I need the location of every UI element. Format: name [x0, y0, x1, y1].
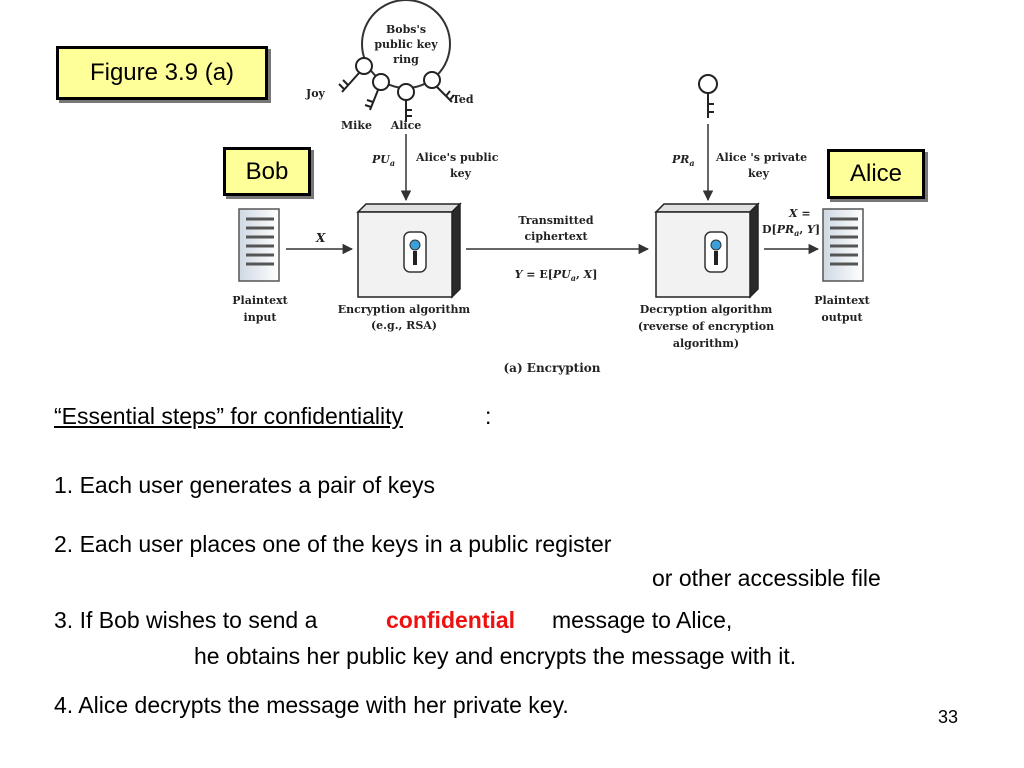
alice-public-key-label-2: key [450, 167, 472, 180]
plaintext-input-document [238, 208, 280, 282]
ring-name-mike: Mike [341, 119, 372, 132]
y-formula: Y = E[PUa, X] [515, 268, 598, 283]
key-ring-label-2: public key [374, 38, 438, 51]
encryption-label-2: (e.g., RSA) [371, 319, 437, 332]
key-icon-joy [338, 57, 373, 93]
decryption-label-1: Decryption algorithm [640, 303, 773, 316]
x-equals-label: X = [788, 207, 811, 220]
step-3-end: message to Alice, [552, 607, 733, 633]
steps-heading-colon: : [485, 403, 492, 429]
pu-a-label: PUa [371, 153, 395, 168]
bob-label-text: Bob [245, 157, 289, 185]
figure-label-text: Figure 3.9 (a) [89, 59, 235, 86]
decryption-box [654, 202, 760, 299]
decryption-label-2: (reverse of encryption [638, 320, 774, 333]
step-2: 2. Each user places one of the keys in a… [54, 531, 612, 557]
alice-private-key-label-1: Alice 's private [715, 151, 807, 164]
page-number: 33 [938, 707, 959, 727]
step-3-emphasis: confidential [386, 607, 516, 633]
plaintext-input-label-2: input [244, 311, 278, 324]
step-4: 4. Alice decrypts the message with her p… [54, 692, 569, 718]
steps-heading: “Essential steps” for confidentiality [54, 403, 403, 429]
key-icon-mike [364, 73, 390, 111]
decrypt-formula: D[PRa, Y] [762, 223, 820, 238]
step-3-continuation: he obtains her public key and encrypts t… [194, 643, 797, 669]
unlock-icon [704, 231, 728, 273]
step-2-continuation: or other accessible file [652, 565, 881, 591]
alice-public-key-label-1: Alice's public [415, 151, 499, 164]
key-ring-label-3: ring [393, 53, 419, 66]
ring-name-ted: Ted [452, 93, 474, 106]
transmitted-label-1: Transmitted [518, 214, 593, 227]
key-icon-alice [397, 83, 415, 122]
transmitted-label-2: ciphertext [524, 230, 588, 243]
figure-label: Figure 3.9 (a) [56, 46, 268, 100]
ring-name-joy: Joy [305, 87, 326, 100]
key-icon-ted [423, 71, 455, 103]
plaintext-output-label-2: output [821, 311, 863, 324]
x-label: X [315, 231, 326, 245]
plaintext-input-label-1: Plaintext [232, 294, 288, 307]
pr-a-label: PRa [671, 153, 695, 168]
private-key-icon [698, 74, 718, 118]
alice-label: Alice [827, 149, 925, 199]
step-1: 1. Each user generates a pair of keys [54, 472, 435, 498]
bob-label: Bob [223, 147, 311, 196]
encryption-diagram: Bobs's public key ring Joy Mike Alice Te… [232, 0, 871, 375]
diagram-caption: (a) Encryption [503, 361, 600, 375]
decryption-label-3: algorithm) [673, 337, 739, 350]
plaintext-output-document [822, 208, 864, 282]
ring-name-alice: Alice [390, 119, 422, 132]
encryption-label-1: Encryption algorithm [338, 303, 471, 316]
step-3-start: 3. If Bob wishes to send a [54, 607, 318, 633]
alice-private-key-label-2: key [748, 167, 770, 180]
plaintext-output-label-1: Plaintext [814, 294, 870, 307]
public-key-ring: Bobs's public key ring [361, 0, 451, 89]
alice-label-text: Alice [849, 160, 903, 187]
lock-icon [403, 231, 427, 273]
key-ring-label-1: Bobs's [386, 23, 426, 36]
